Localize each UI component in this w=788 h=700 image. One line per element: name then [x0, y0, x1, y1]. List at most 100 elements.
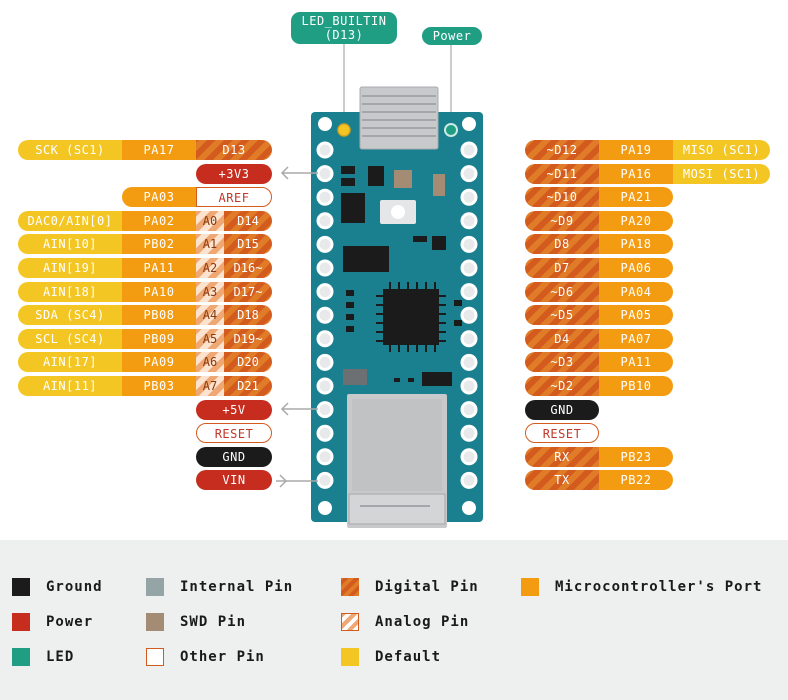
legend-power: Power — [12, 612, 93, 632]
right-digital-label: ~D5 — [525, 305, 599, 326]
pin-hole — [316, 306, 334, 324]
pin-hole — [316, 471, 334, 489]
right-digital-label: D4 — [525, 328, 599, 349]
board-svg — [276, 44, 483, 528]
right-default-label: MOSI (SC1) — [673, 163, 770, 184]
digital-swatch — [341, 578, 359, 596]
left-other-label: RESET — [196, 423, 272, 444]
left-port-label: PB08 — [122, 305, 196, 326]
pin-hole — [460, 448, 478, 466]
right-default-label: MISO (SC1) — [673, 140, 770, 160]
legend-digital: Digital Pin — [341, 577, 479, 597]
legend-swd-label: SWD Pin — [180, 614, 247, 630]
pin-hole — [316, 424, 334, 442]
left-power-label: +5V — [196, 399, 272, 420]
left-port-label: PA02 — [122, 210, 196, 231]
left-power-label: VIN — [196, 470, 272, 491]
right-port-label: PA05 — [599, 305, 673, 326]
right-digital-label: ~D3 — [525, 352, 599, 373]
left-port-label: PB03 — [122, 376, 196, 396]
default-swatch — [341, 648, 359, 666]
analog-swatch — [341, 613, 359, 631]
left-port-label: PA11 — [122, 258, 196, 278]
legend-other: Other Pin — [146, 647, 265, 667]
legend-ground: Ground — [12, 577, 103, 597]
power-swatch — [12, 613, 30, 631]
left-port-label: PA17 — [122, 140, 196, 160]
left-default-label: AIN[10] — [18, 234, 122, 255]
swd-swatch — [146, 613, 164, 631]
led-builtin-tag: LED_BUILTIN (D13) — [291, 12, 397, 44]
pin-hole — [460, 283, 478, 301]
digital-pin-label: D14 — [224, 210, 272, 231]
pin-hole — [460, 306, 478, 324]
left-default-label: SCL (SC4) — [18, 328, 122, 349]
right-digital-label: D7 — [525, 258, 599, 278]
right-other-label: RESET — [525, 423, 599, 444]
analog-pin-label: A3 — [196, 281, 224, 302]
right-digital-label: ~D12 — [525, 140, 599, 160]
pin-hole — [460, 424, 478, 442]
pin-hole — [460, 471, 478, 489]
digital-pin-label: D15 — [224, 234, 272, 255]
left-default-label: DAC0/AIN[0] — [18, 210, 122, 231]
microcontroller-chip — [383, 289, 439, 345]
left-default-label: AIN[19] — [18, 258, 122, 278]
right-port-label: PA04 — [599, 281, 673, 302]
power-led-dot — [444, 123, 458, 137]
pin-hole — [460, 330, 478, 348]
right-digital-label: TX — [525, 470, 599, 491]
left-default-label: AIN[17] — [18, 352, 122, 373]
legend-port-label: Microcontroller's Port — [555, 579, 763, 595]
left-default-label: AIN[11] — [18, 376, 122, 396]
analog-pin-label: A0 — [196, 210, 224, 231]
pin-hole — [460, 353, 478, 371]
right-digital-label: ~D9 — [525, 210, 599, 231]
legend-internal: Internal Pin — [146, 577, 293, 597]
right-port-label: PA07 — [599, 328, 673, 349]
power-tag: Power — [422, 27, 482, 45]
right-port-label: PA11 — [599, 352, 673, 373]
left-default-label: AIN[18] — [18, 281, 122, 302]
analog-pin-label: A1 — [196, 234, 224, 255]
led-builtin-line2: (D13) — [324, 28, 364, 42]
other-swatch — [146, 648, 164, 666]
right-digital-label: ~D10 — [525, 187, 599, 208]
right-port-label: PA18 — [599, 234, 673, 255]
internal-swatch — [146, 578, 164, 596]
digital-pin-label: D20 — [224, 352, 272, 373]
right-port-label: PB23 — [599, 446, 673, 467]
right-digital-label: ~D6 — [525, 281, 599, 302]
analog-pin-label: A7 — [196, 376, 224, 396]
pin-hole — [316, 212, 334, 230]
legend-default-label: Default — [375, 649, 442, 665]
digital-pin-label: D17~ — [224, 281, 272, 302]
pin-hole — [460, 212, 478, 230]
legend-other-label: Other Pin — [180, 649, 265, 665]
left-default-label: SDA (SC4) — [18, 305, 122, 326]
left-power-label: +3V3 — [196, 163, 272, 184]
pin-hole — [316, 165, 334, 183]
right-port-label: PB22 — [599, 470, 673, 491]
led-swatch — [12, 648, 30, 666]
right-digital-label: RX — [525, 446, 599, 467]
left-port-label: PA03 — [122, 187, 196, 208]
digital-pin-label: D16~ — [224, 258, 272, 278]
legend-internal-label: Internal Pin — [180, 579, 294, 595]
pin-hole — [316, 283, 334, 301]
left-ground-label: GND — [196, 446, 272, 467]
analog-pin-label: A5 — [196, 328, 224, 349]
right-port-label: PA19 — [599, 140, 673, 160]
left-digital-label: D13 — [196, 140, 272, 160]
left-port-label: PB09 — [122, 328, 196, 349]
legend-swd: SWD Pin — [146, 612, 246, 632]
legend-digital-label: Digital Pin — [375, 579, 479, 595]
